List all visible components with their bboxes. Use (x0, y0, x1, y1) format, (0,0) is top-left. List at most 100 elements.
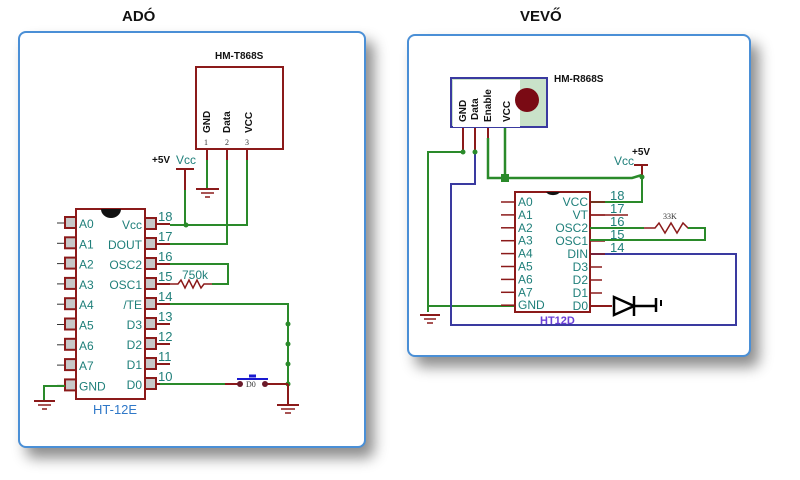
ht12e-pin-label-left: A0 (79, 217, 94, 231)
rx-module-pin-enable: Enable (483, 89, 494, 122)
tx-module-pin-3: 3 (245, 138, 249, 147)
ht12d-pin-number: 16 (610, 214, 624, 229)
ht12e-pin-label-left: A4 (79, 298, 94, 312)
ht12d-pin-label-left: A5 (518, 260, 533, 274)
ht12d-pin-label-left: A1 (518, 208, 533, 222)
pin-pad (64, 236, 77, 250)
pin-pad (144, 377, 157, 390)
ht12e-pin-number: 18 (158, 209, 172, 224)
tx-module-pin-2: 2 (225, 138, 229, 147)
pin-pad (144, 337, 157, 350)
ground-icon (196, 188, 219, 198)
ht12d-pin-label-left: A7 (518, 285, 533, 299)
tx-supply-voltage: +5V (152, 155, 170, 166)
ht12d-pin-label-right: VCC (563, 195, 589, 209)
ht12e-pin-label-left: A1 (79, 237, 94, 251)
pin-pad (144, 297, 157, 310)
pin-pad (64, 378, 77, 392)
ht12e-pin-label-left: A3 (79, 278, 94, 292)
ht12e-pin-label-right: Vcc (122, 218, 142, 232)
tx-vcc-label: Vcc (176, 153, 196, 167)
receiver-title: VEVŐ (520, 8, 562, 25)
ht12d-pin-number: 17 (610, 201, 624, 216)
ht12e-pin-number: 16 (158, 249, 172, 264)
pin-pad (144, 277, 157, 290)
tx-resistor-label: 750k (182, 268, 209, 282)
ht12e-pin-number: 12 (158, 329, 172, 344)
ht12d-pin-number: 18 (610, 188, 624, 203)
ht12d-chip: HT12D (514, 191, 591, 327)
ht12d-pin-label-right: D3 (573, 260, 589, 274)
ht12e-pin-label-right: D2 (127, 338, 143, 352)
ht12e-pin-label-right: /TE (123, 298, 142, 312)
ht12e-pin-number: 11 (158, 349, 172, 364)
transmitter-module: HM-T868S GND Data VCC 1 2 3 (195, 51, 284, 150)
pin-pad (144, 317, 157, 330)
pin-pad (64, 216, 77, 229)
pin-pad (144, 257, 157, 270)
ht12d-pin-label-left: A3 (518, 234, 533, 248)
ht12d-pin-label-right: VT (573, 208, 589, 222)
rx-module-pin-vcc: VCC (502, 101, 513, 122)
ht12d-pin-label-left: A0 (518, 195, 533, 209)
push-button-label: D0 (246, 380, 256, 389)
rx-module-pin-gnd: GND (458, 100, 469, 122)
ht12e-pin-label-right: OSC2 (109, 258, 142, 272)
tx-module-pin-vcc: VCC (244, 112, 255, 133)
ht12d-pin-label-left: GND (518, 298, 545, 312)
ht12e-pin-label-left: A6 (79, 339, 94, 353)
ht12e-pin-label-right: D3 (127, 318, 143, 332)
ht12d-pin-label-right: OSC1 (555, 234, 588, 248)
ht12d-name: HT12D (540, 315, 575, 327)
rx-vcc-label: Vcc (614, 154, 634, 168)
ht12d-pin-label-right: D2 (573, 273, 589, 287)
tx-module-pin-data: Data (222, 111, 233, 133)
ht12e-pin-number: 10 (158, 369, 172, 384)
ht12e-pin-number: 14 (158, 289, 172, 304)
pin-pad (64, 256, 77, 270)
ht12e-pin-number: 15 (158, 269, 172, 284)
ground-icon (420, 314, 440, 324)
push-button[interactable]: D0 (237, 374, 268, 389)
tx-module-pin-1: 1 (204, 138, 208, 147)
ht12d-pin-number: 14 (610, 240, 624, 255)
pin-pad (144, 217, 157, 230)
pin-pad (64, 337, 77, 351)
ht12d-pin-label-left: A4 (518, 247, 533, 261)
pin-pad (64, 276, 77, 290)
transmitter-module-name: HM-T868S (215, 51, 264, 62)
ht12d-pin-label-right: D0 (573, 299, 589, 313)
ground-icon (277, 404, 299, 414)
rx-module-pin-data: Data (470, 98, 481, 120)
ht12e-pin-label-left: GND (79, 379, 106, 393)
rx-supply-voltage: +5V (632, 147, 650, 158)
ht12e-pin-label-right: OSC1 (109, 278, 142, 292)
ground-icon (34, 400, 55, 410)
ht12e-pin-label-left: A5 (79, 319, 94, 333)
tx-module-pin-gnd: GND (202, 111, 213, 133)
ht12d-pin-number: 15 (610, 227, 624, 242)
ht12d-pin-label-right: OSC2 (555, 221, 588, 235)
ht12e-pin-label-right: D1 (127, 358, 143, 372)
ht12d-pin-label-left: A2 (518, 221, 533, 235)
ht12e-pin-number: 17 (158, 229, 172, 244)
pin-pad (64, 297, 77, 311)
pin-pad (64, 358, 77, 372)
pin-pad (64, 317, 77, 331)
ht12e-pin-label-left: A7 (79, 359, 94, 373)
ht12d-pin-label-left: A6 (518, 272, 533, 286)
ht12d-pin-label-right: DIN (567, 247, 588, 261)
receiver-module: HM-R868S GND Data Enable VCC (450, 74, 604, 128)
pin-pad (144, 357, 157, 370)
ht12e-name: HT-12E (93, 402, 137, 417)
led-diode-icon (612, 295, 662, 317)
ht12e-pin-label-right: DOUT (108, 238, 143, 252)
ht12e-pin-label-left: A2 (79, 258, 94, 272)
ht12e-pin-label-right: D0 (127, 378, 143, 392)
ht12d-pin-label-right: D1 (573, 286, 589, 300)
rx-resistor-label: 33K (663, 212, 677, 221)
ht12e-pin-number: 13 (158, 309, 172, 324)
pin-pad (144, 237, 157, 250)
transmitter-title: ADÓ (122, 8, 156, 25)
